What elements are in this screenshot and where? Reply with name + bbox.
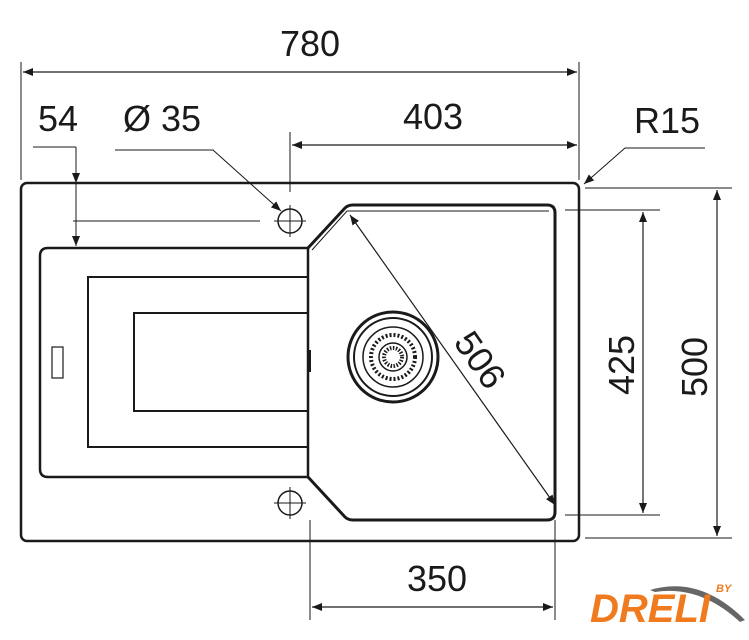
dreli-logo: DRELI BY <box>590 583 745 631</box>
logo-by-text: BY <box>716 583 733 595</box>
dim-label-506: 506 <box>446 323 514 396</box>
dimension-bowl-width: 350 <box>309 520 556 620</box>
overflow-slot <box>51 346 64 379</box>
logo-brand-text: DRELI <box>590 587 711 631</box>
dim-label-r15: R15 <box>634 100 700 141</box>
dimension-bowl-section-width: 403 <box>289 96 577 192</box>
drain-strainer <box>346 310 440 404</box>
dimension-bowl-diagonal: 506 <box>349 214 556 506</box>
bowl-inner-edge <box>311 210 549 251</box>
dim-label-780: 780 <box>280 23 340 64</box>
tap-hole-top <box>274 205 306 237</box>
dim-label-425: 425 <box>601 335 642 395</box>
sink-outline <box>19 181 581 543</box>
dim-label-403: 403 <box>403 96 463 137</box>
drainboard-edge-mark <box>308 350 311 372</box>
dimension-tap-hole-diameter: Ø 35 <box>115 98 282 212</box>
dimension-bowl-depth: 425 <box>565 209 660 516</box>
tap-hole-bottom <box>274 487 306 519</box>
dimension-edge-offset: 54 <box>33 98 260 246</box>
drainboard-groove-outer <box>87 276 308 448</box>
dim-label-500: 500 <box>674 337 715 397</box>
dim-label-350: 350 <box>407 558 467 599</box>
dim-label-54: 54 <box>38 98 78 139</box>
dim-label-diameter-35: Ø 35 <box>123 98 201 139</box>
dimension-corner-radius: R15 <box>583 100 705 185</box>
drainboard-groove-inner <box>133 312 308 412</box>
dimension-overall-depth: 500 <box>585 187 732 539</box>
dimension-overall-width: 780 <box>20 23 580 180</box>
drainboard-outline <box>38 246 310 479</box>
bowl-outline <box>306 203 557 522</box>
